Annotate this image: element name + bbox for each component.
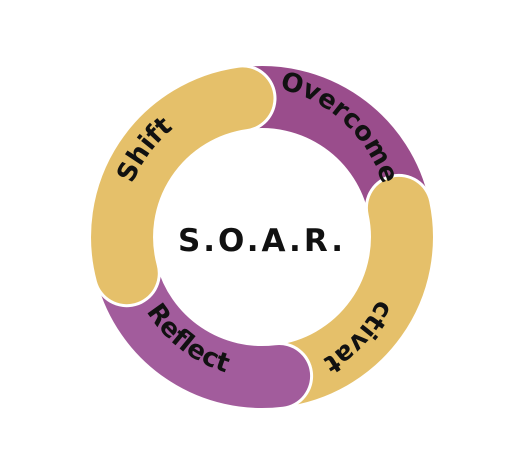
segment-shift bbox=[91, 67, 274, 305]
segment-layer bbox=[88, 63, 436, 412]
center-title: S.O.A.R. bbox=[178, 223, 346, 259]
